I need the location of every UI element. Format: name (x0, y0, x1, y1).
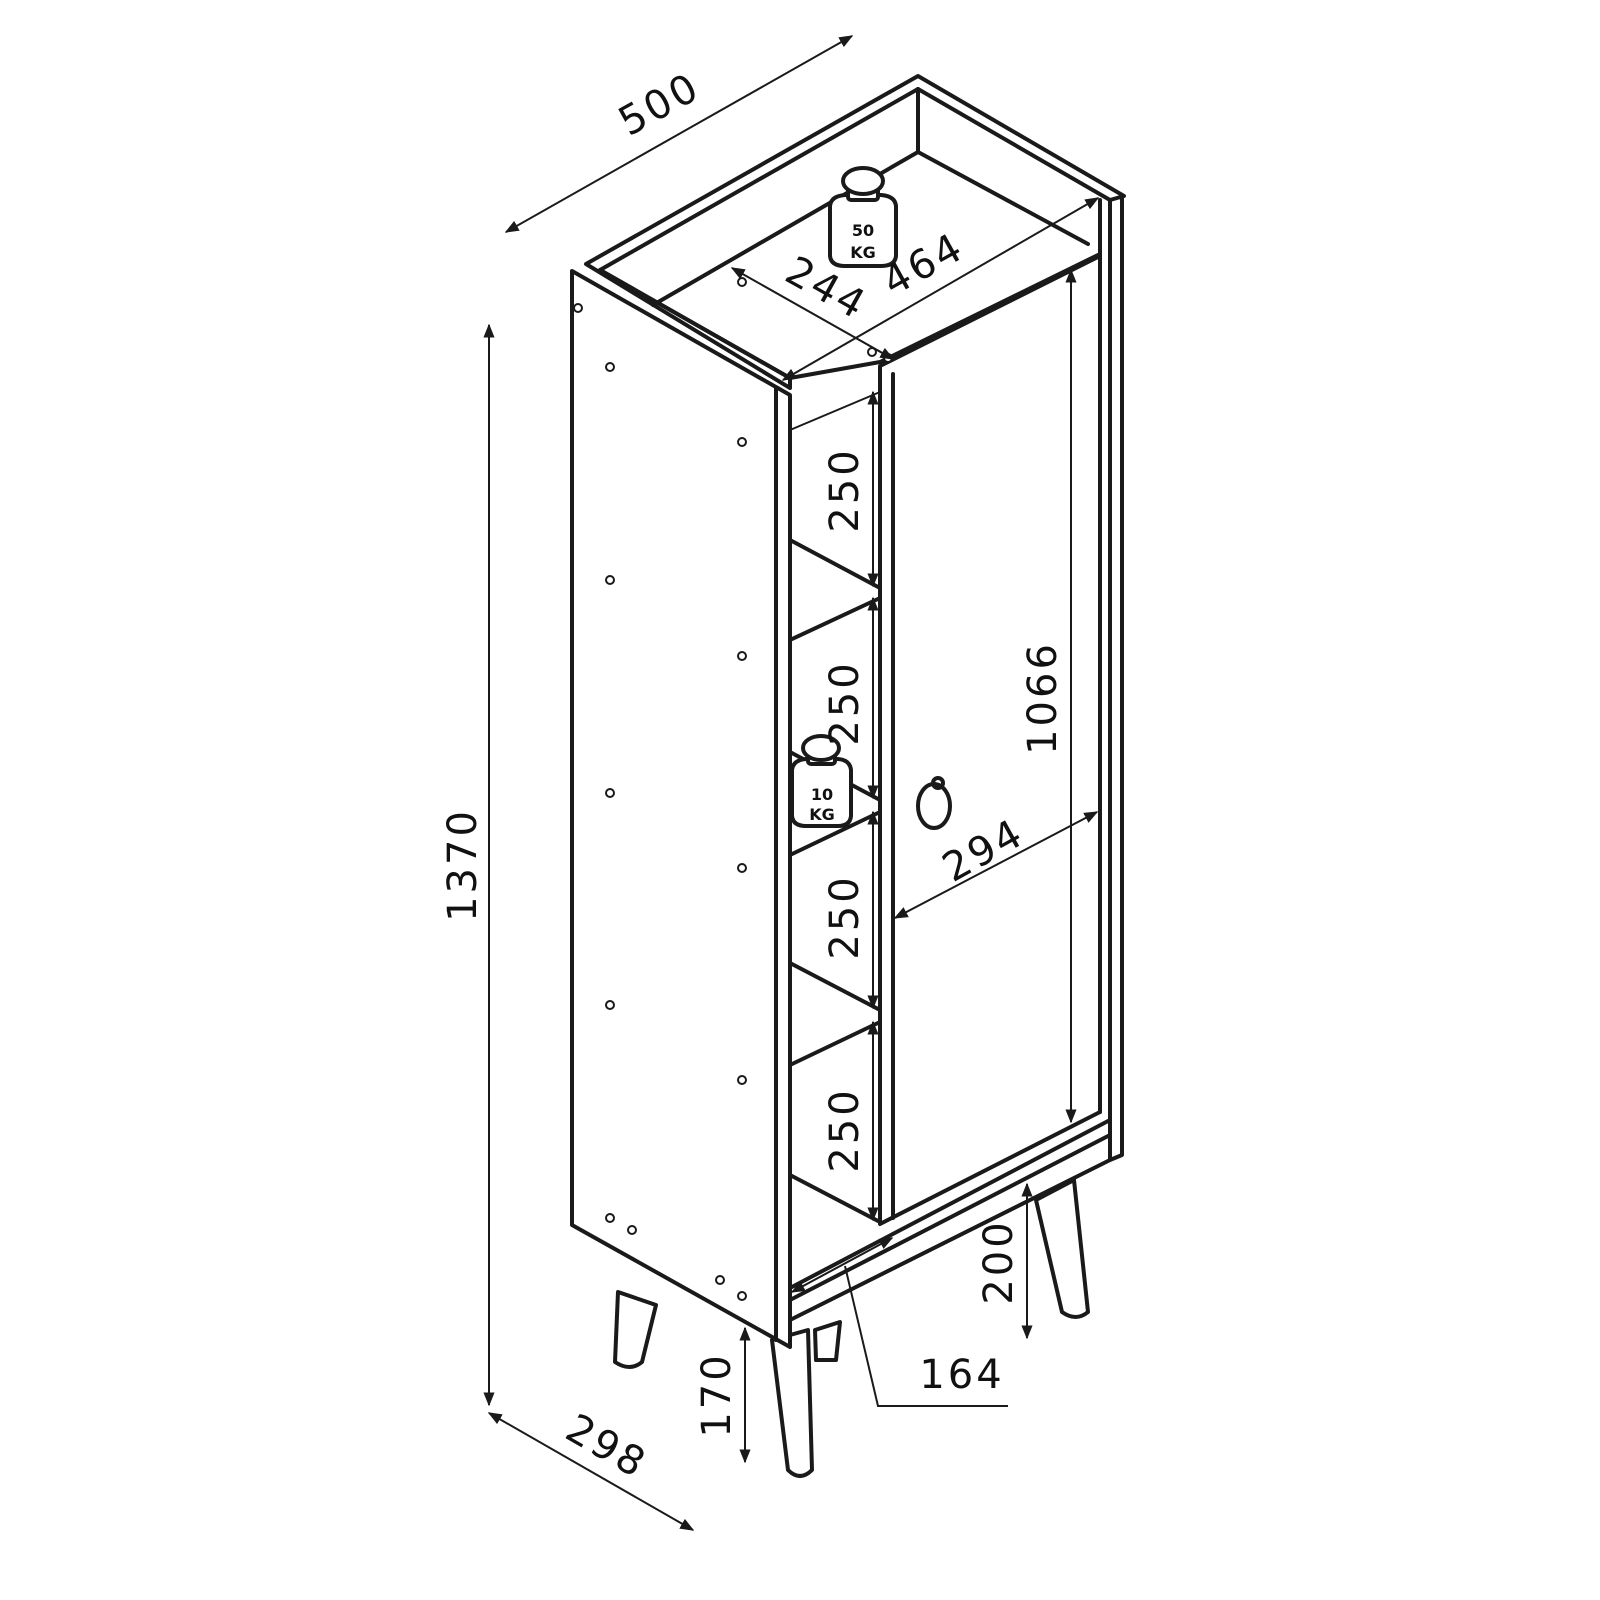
dimension-lines (483, 35, 1100, 1531)
leg-back-right (1034, 1178, 1090, 1319)
label-leg-offset: 164 (919, 1352, 1004, 1398)
shelf-board-4 (788, 1173, 882, 1224)
weight-50kg-value: 50 (852, 221, 874, 240)
shelf-board-3 (788, 961, 882, 1067)
label-leg-back: 200 (976, 1219, 1022, 1304)
weight-10kg-icon: 10 KG (790, 734, 853, 828)
label-width-total: 500 (611, 64, 708, 146)
shelf-board-1 (788, 538, 882, 642)
label-door-height: 1066 (1020, 641, 1066, 755)
label-shelf-4: 250 (822, 1087, 868, 1172)
weight-10kg-unit: KG (809, 805, 835, 824)
dim-line-depth-total (487, 1412, 695, 1531)
label-leg-front: 170 (694, 1352, 740, 1437)
leg-back-inner (813, 1320, 842, 1362)
dim-line-leg-offset (790, 1237, 894, 1293)
cabinet-door[interactable] (878, 254, 1102, 1226)
right-back-panel (1108, 191, 1124, 1162)
leader-leg-offset (844, 1265, 1008, 1407)
dim-line-door-width (893, 811, 1099, 919)
cabinet-legs (613, 1178, 1090, 1478)
weight-50kg-icon: 50 KG (828, 166, 898, 268)
weight-10kg-value: 10 (811, 785, 833, 804)
cabinet-body (570, 74, 1126, 1349)
left-side-panel (570, 269, 792, 1349)
label-shelf-3: 250 (822, 874, 868, 959)
leg-front-right (770, 1328, 814, 1478)
label-shelf-1: 250 (822, 447, 868, 532)
label-height-total: 1370 (440, 808, 486, 922)
dim-line-width-total (504, 35, 854, 233)
leg-front-left (613, 1290, 658, 1369)
weight-50kg-unit: KG (850, 243, 876, 262)
label-depth-total: 298 (558, 1405, 655, 1488)
dim-line-depth-inner (730, 267, 895, 360)
label-shelf-2: 250 (822, 660, 868, 745)
